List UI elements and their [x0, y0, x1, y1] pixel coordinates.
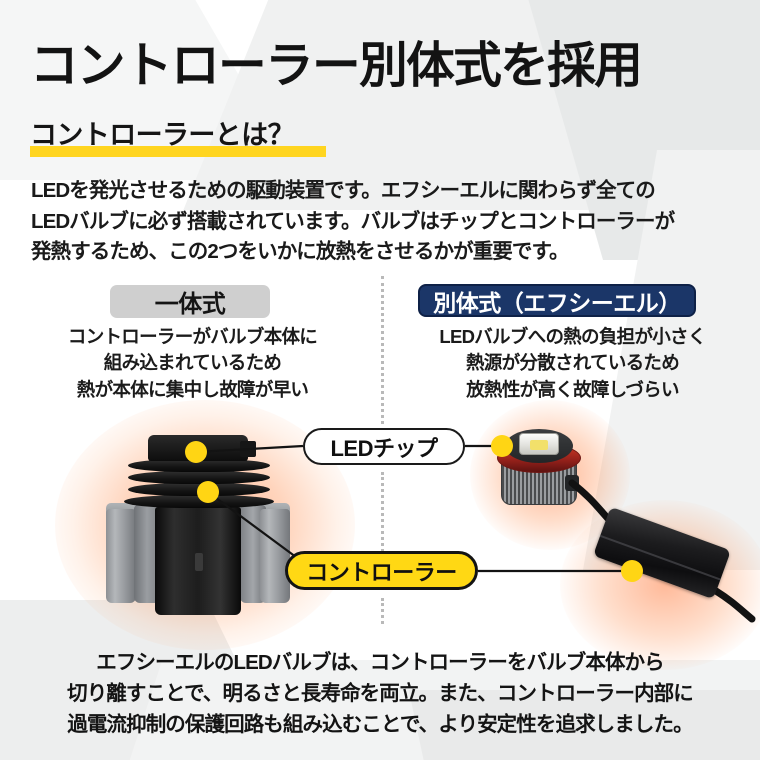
- callout-controller: コントローラー: [285, 551, 478, 590]
- lead-line: LEDバルブに必ず搭載されています。バルブはチップとコントローラーが: [31, 209, 675, 233]
- bulb-ring: [128, 459, 270, 472]
- column-divider: [381, 472, 384, 552]
- description-line: 熱が本体に集中し故障が早い: [76, 378, 309, 400]
- badge-integrated-type: 一体式: [110, 285, 270, 318]
- lead-paragraph: LEDを発光させるための駆動装置です。エフシーエルに関わらず全ての LEDバルブ…: [31, 176, 737, 268]
- subtitle-highlight-bar: [30, 146, 326, 157]
- description-separate: LEDバルブへの熱の負担が小さく 熱源が分散されているため 放熱性が高く故障しづ…: [400, 324, 745, 403]
- heatsink-fin: [106, 509, 136, 603]
- footer-line: 過電流抑制の保護回路も組み込むことで、より安定性を追求しました。: [67, 712, 693, 736]
- separate-bulb-head-image: [495, 423, 591, 515]
- bulb-ring: [128, 471, 270, 484]
- column-divider: [381, 598, 384, 624]
- section-subtitle-wrap: コントローラーとは？: [30, 120, 326, 157]
- footer-paragraph: エフシーエルのLEDバルブは、コントローラーをバルブ本体から 切り離すことで、明…: [30, 648, 730, 740]
- footer-line: 切り離すことで、明るさと長寿命を両立。また、コントローラー内部に: [67, 681, 694, 705]
- bulb-body-slot: [195, 553, 203, 571]
- description-line: コントローラーがバルブ本体に: [67, 326, 318, 347]
- description-line: 放熱性が高く故障しづらい: [466, 378, 679, 400]
- description-line: LEDバルブへの熱の負担が小さく: [439, 326, 706, 347]
- description-line: 熱源が分散されているため: [465, 352, 680, 374]
- badge-separate-type: 別体式（エフシーエル）: [418, 284, 696, 317]
- description-integrated: コントローラーがバルブ本体に 組み込まれているため 熱が本体に集中し故障が早い: [20, 324, 365, 403]
- section-subtitle: コントローラーとは？: [30, 120, 295, 150]
- lead-line: LEDを発光させるための駆動装置です。エフシーエルに関わらず全ての: [31, 179, 656, 202]
- description-line: 組み込まれているため: [103, 352, 282, 374]
- lead-line: 発熱するため、この2つをいかに放熱をさせるかが重要です。: [31, 240, 570, 264]
- footer-line: エフシーエルのLEDバルブは、コントローラーをバルブ本体から: [96, 651, 664, 674]
- led-chip-emitter: [530, 440, 548, 450]
- callout-led-chip: LEDチップ: [303, 428, 465, 465]
- led-chip: [519, 433, 559, 455]
- page-title: コントローラー別体式を採用: [30, 39, 643, 93]
- column-divider: [381, 276, 384, 424]
